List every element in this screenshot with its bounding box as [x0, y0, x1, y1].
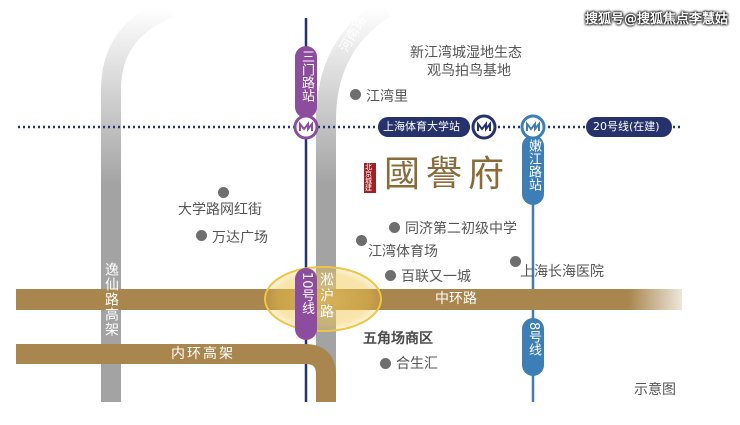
poi-marker	[356, 235, 367, 246]
line8-capsule	[522, 318, 544, 376]
tiyu-station-capsule	[378, 117, 470, 137]
neihuan-road-label: 内环高架	[171, 346, 235, 362]
poi-marker	[196, 230, 207, 241]
poi-marker	[218, 187, 229, 198]
line8-label: 8号线	[524, 322, 542, 361]
metro-logo-icon	[293, 114, 319, 140]
nenjiang-station-label: 嫩江路站	[524, 139, 542, 196]
line8-text: 8号线	[526, 322, 541, 357]
poi-heshenghui: 合生汇	[396, 356, 438, 372]
nenjiang-station-capsule	[522, 135, 544, 205]
project-tag: 北京城建	[365, 163, 372, 192]
songhu-road	[316, 0, 391, 402]
metro-logo-icon	[520, 114, 546, 140]
poi-marker	[389, 222, 400, 233]
poi-wetland-line2: 观鸟拍鸟基地	[427, 63, 511, 79]
yixian-road-text: 逸仙路高架	[103, 262, 119, 337]
yixian-road	[101, 0, 174, 402]
junction-highlight	[264, 266, 382, 332]
zhonghuan-road-label: 中环路	[435, 291, 477, 307]
yixian-road-label: 逸仙路高架	[102, 262, 120, 342]
poi-daxue: 大学路网红街	[178, 202, 262, 218]
schematic-note: 示意图	[634, 382, 676, 398]
project-name: 國譽府	[384, 154, 511, 195]
poi-marker	[385, 270, 396, 281]
sanmen-station-capsule	[295, 46, 317, 118]
poi-tongji: 同济第二初级中学	[405, 221, 517, 237]
line10-label: 10号线	[297, 272, 315, 320]
neihuan-road	[16, 344, 336, 402]
poi-bailian: 百联又一城	[401, 269, 471, 285]
nenjiang-station-text: 嫩江路站	[526, 139, 541, 191]
line10-capsule	[295, 268, 317, 340]
poi-jiangwanli: 江湾里	[366, 89, 408, 105]
sanmen-station-label: 三门路站	[297, 50, 315, 107]
songhu-road-label: 淞沪路	[317, 272, 335, 325]
poi-marker	[510, 256, 521, 267]
poi-wujiaochang: 五角场商区	[363, 331, 433, 347]
tiyu-station-label: 上海体育大学站	[383, 120, 460, 133]
metro-logo-icon	[471, 114, 497, 140]
line20-label: 20号线(在建)	[593, 120, 660, 133]
songhu-road-text: 淞沪路	[318, 272, 334, 320]
poi-wetland-line1: 新江湾城湿地生态	[410, 45, 522, 61]
line20-capsule	[586, 117, 672, 137]
poi-marker	[380, 358, 391, 369]
poi-stadium: 江湾体育场	[368, 244, 438, 260]
poi-marker	[350, 89, 361, 100]
line10-text: 10号线	[299, 272, 314, 315]
project-tag-badge	[364, 163, 376, 193]
poi-wanda: 万达广场	[212, 230, 268, 246]
watermark: 搜狐号@搜狐焦点李慧姑	[584, 12, 728, 27]
poi-changhai: 上海长海医院	[520, 264, 604, 280]
sanmen-station-text: 三门路站	[299, 50, 314, 102]
